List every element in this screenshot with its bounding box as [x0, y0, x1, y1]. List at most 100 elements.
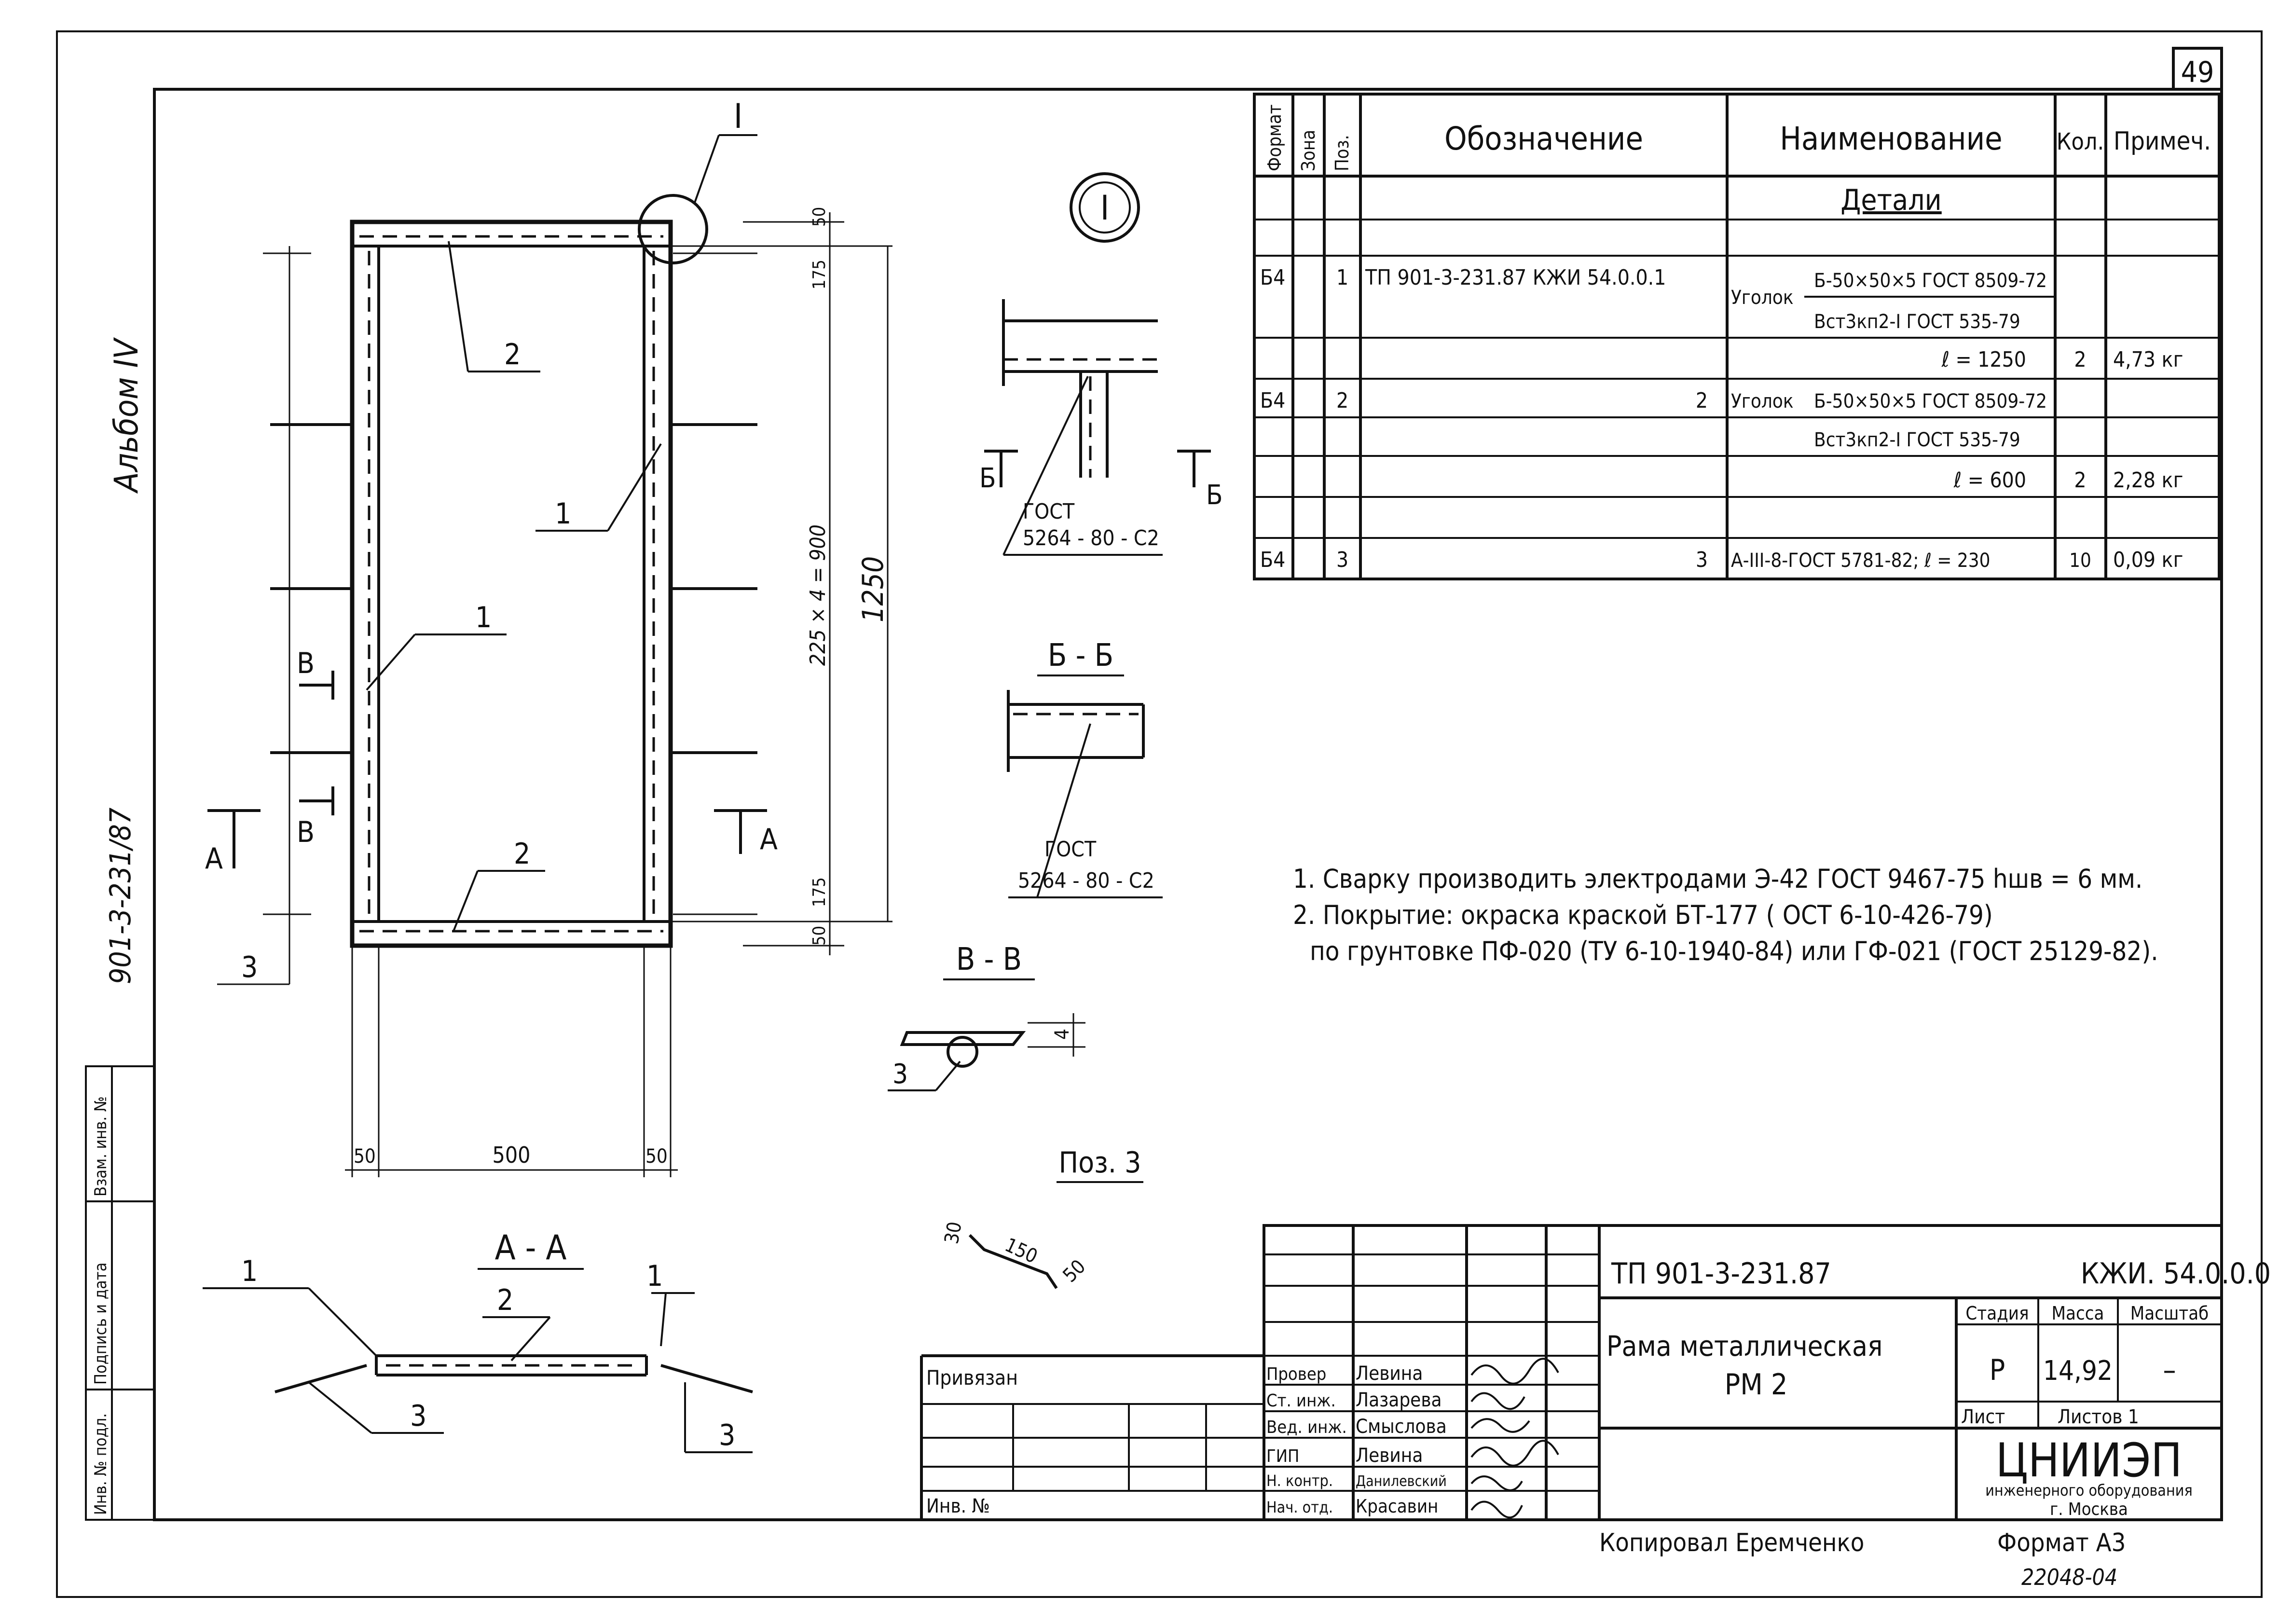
role-2: Ст. инж. [1266, 1391, 1336, 1411]
order-no: 22048-04 [2021, 1564, 2117, 1590]
format-label: Формат А3 [1997, 1528, 2126, 1557]
section-vv: В - В 4 3 [888, 942, 1085, 1091]
hdr-format: Формат [1264, 104, 1285, 171]
weld-std-1b: 5264 - 80 - С2 [1023, 526, 1159, 551]
name-1: Левина [1356, 1363, 1423, 1385]
copied-by: Копировал Еремченко [1599, 1528, 1864, 1557]
project-code: ТП 901-3-231.87 [1611, 1257, 1831, 1291]
strip-podpis: Подпись и дата [91, 1263, 110, 1385]
strip-inv: Инв. № подл. [91, 1413, 110, 1515]
name-4: Левина [1356, 1445, 1423, 1467]
privyazan: Привязан [926, 1366, 1018, 1390]
title-block: Привязан Инв. № Провер Левина Ст. инж. Л… [920, 1224, 2271, 1521]
aa-pos-3-left: 3 [410, 1399, 426, 1433]
series-code-side: 901-3-231/87 [104, 808, 137, 984]
section-mark-v-lower: В [297, 815, 315, 849]
frame-elevation: I 3 2 1 1 2 А А [205, 96, 892, 1177]
hdr-zone: Зона [1298, 130, 1319, 171]
row1-designation: ТП 901-3-231.87 КЖИ 54.0.0.1 [1365, 265, 1666, 290]
hdr-designation: Обозначение [1444, 120, 1643, 157]
row1-format: Б4 [1260, 265, 1285, 290]
spec-table: Формат Зона Поз. Обозначение Наименовани… [1253, 93, 2221, 580]
dim-bottom-175: 175 [810, 877, 829, 907]
dim-middle: 225 × 4 = 900 [806, 524, 830, 666]
role-4: ГИП [1266, 1446, 1299, 1466]
title-line2: РМ 2 [1725, 1368, 1788, 1402]
org-city: г. Москва [2050, 1500, 2128, 1519]
album-label: Альбом IV [108, 337, 146, 494]
org-sub: инженерного оборудования [1985, 1481, 2193, 1500]
row3-format: Б4 [1260, 548, 1285, 572]
pos-label-2-bottom: 2 [514, 837, 530, 871]
role-1: Провер [1266, 1364, 1326, 1384]
mass-label: Масса [2052, 1303, 2104, 1324]
aa-pos-3-right: 3 [719, 1418, 735, 1452]
scale-label: Масштаб [2130, 1303, 2209, 1324]
notes: 1. Сварку производить электродами Э-42 Г… [1293, 864, 2158, 966]
title-line1: Рама металлическая [1606, 1330, 1882, 1363]
row1-length: ℓ = 1250 [1941, 347, 2026, 372]
outer-border [56, 30, 2263, 1598]
note-1: 1. Сварку производить электродами Э-42 Г… [1293, 864, 2142, 894]
signature-5 [1470, 1475, 1523, 1491]
hdr-note: Примеч. [2114, 127, 2211, 156]
aa-pos-2: 2 [497, 1283, 513, 1317]
dim-width-right: 50 [645, 1145, 668, 1168]
row2-name-prefix: Уголок [1731, 390, 1794, 413]
sheet-number: 49 [2181, 55, 2214, 89]
row2-length: ℓ = 600 [1953, 468, 2026, 493]
vv-dim: 4 [1051, 1029, 1073, 1040]
row1-name-line1: Б-50×50×5 ГОСТ 8509-72 [1814, 270, 2047, 292]
dim-top-50: 50 [810, 207, 829, 227]
signature-1 [1470, 1358, 1559, 1385]
aa-pos-1-left: 1 [241, 1254, 258, 1288]
section-bb-title: Б - Б [1048, 638, 1113, 674]
section-mark-b-right: Б [1206, 480, 1223, 511]
section-aa: А - А 1 1 2 3 3 [203, 1228, 753, 1453]
row3-pos: 3 [1336, 548, 1348, 572]
org-name: ЦНИИЭП [1996, 1433, 2183, 1487]
row2-name-line2: Вст3кп2-I ГОСТ 535-79 [1814, 429, 2020, 451]
row1-name-prefix: Уголок [1731, 287, 1794, 309]
name-3: Смыслова [1356, 1416, 1447, 1438]
aa-pos-1-right: 1 [646, 1259, 663, 1293]
pos-label-3-left: 3 [241, 950, 258, 984]
callout-label: I [734, 96, 743, 136]
section-bb: Б - Б ГОСТ 5264 - 80 - С2 [1007, 638, 1163, 898]
pos3-dim-150: 150 [1002, 1234, 1041, 1268]
stage-value: Р [1990, 1353, 2005, 1387]
row1-name-line2: Вст3кп2-I ГОСТ 535-79 [1814, 311, 2020, 333]
dim-width-left: 50 [354, 1145, 376, 1168]
pos3-sketch: Поз. 3 30 150 50 [941, 1146, 1143, 1289]
weld-std-2: ГОСТ [1044, 837, 1097, 862]
inv-no: Инв. № [926, 1495, 990, 1517]
row3-name: А-III-8-ГОСТ 5781-82; ℓ = 230 [1731, 550, 1991, 572]
row1-pos: 1 [1336, 265, 1348, 290]
name-2: Лазарева [1356, 1389, 1442, 1411]
section-aa-title: А - А [495, 1228, 567, 1267]
row2-note: 2,28 кг [2113, 468, 2183, 493]
detail-i-title: I [1100, 188, 1110, 228]
hdr-name: Наименование [1780, 120, 2002, 157]
inner-frame [153, 88, 2223, 1521]
section-vv-title: В - В [956, 942, 1022, 977]
detail-i: I Б Б ГОСТ 5264 - 80 - С2 [979, 172, 1223, 556]
section-mark-b-left: Б [979, 463, 996, 494]
section-mark-v-upper: В [297, 647, 315, 680]
sheet-label: Лист [1961, 1406, 2005, 1428]
signature-4 [1470, 1440, 1559, 1467]
row3-designation: 3 [1696, 548, 1708, 572]
pos-label-1-right: 1 [555, 497, 571, 531]
section-mark-a-right: А [760, 823, 778, 856]
mass-value: 14,92 [2043, 1355, 2113, 1387]
strip-vzam: Взам. инв. № [91, 1096, 110, 1197]
signature-3 [1470, 1418, 1530, 1433]
section-mark-a-left: А [205, 842, 223, 876]
row2-qty: 2 [2074, 468, 2086, 493]
row2-format: Б4 [1260, 388, 1285, 413]
role-6: Нач. отд. [1266, 1498, 1333, 1516]
pos3-title: Поз. 3 [1059, 1146, 1141, 1180]
hdr-pos: Поз. [1332, 135, 1353, 171]
name-5: Данилевский [1356, 1473, 1447, 1490]
signature-2 [1470, 1392, 1525, 1410]
